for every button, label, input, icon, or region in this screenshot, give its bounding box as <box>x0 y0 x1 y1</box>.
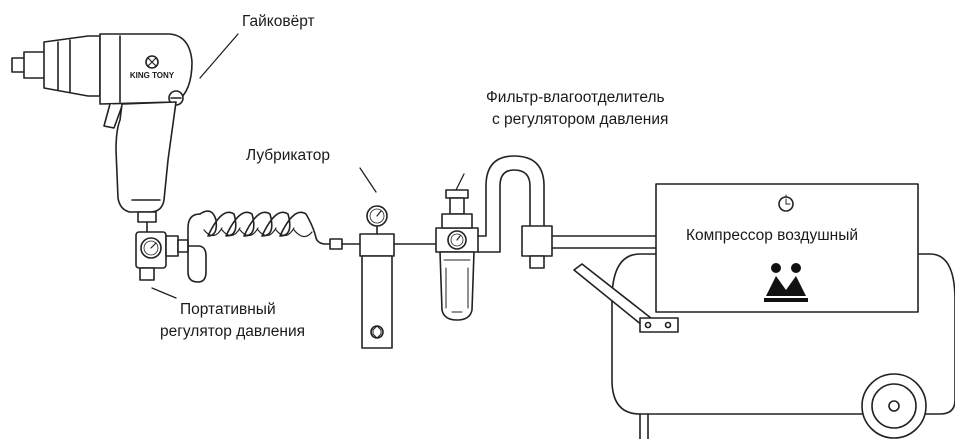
filter-label-line1: Фильтр-влагоотделитель <box>486 89 665 106</box>
lubricator-label: Лубрикатор <box>246 147 330 164</box>
filter-label-line2: с регулятором давления <box>492 111 668 128</box>
air-pipe-bend <box>477 155 657 269</box>
filter-water-separator <box>435 189 479 321</box>
portable-pressure-regulator <box>135 221 189 281</box>
lubricator <box>359 205 437 349</box>
air-compressor <box>573 183 955 440</box>
compressor-brand-logo-icon <box>764 263 808 302</box>
air-hose-regulator <box>187 213 207 283</box>
impact-wrench-label: Гайковёрт <box>242 13 315 30</box>
regulator-label-line1: Портативный <box>180 301 276 318</box>
regulator-label-line2: регулятор давления <box>160 323 305 340</box>
coil-air-hose <box>199 210 361 250</box>
callout-lines <box>151 33 465 299</box>
tool-brand-label: KING TONY <box>130 71 175 80</box>
impact-wrench: KING TONY <box>11 33 193 223</box>
compressor-label: Компрессор воздушный <box>686 227 858 244</box>
